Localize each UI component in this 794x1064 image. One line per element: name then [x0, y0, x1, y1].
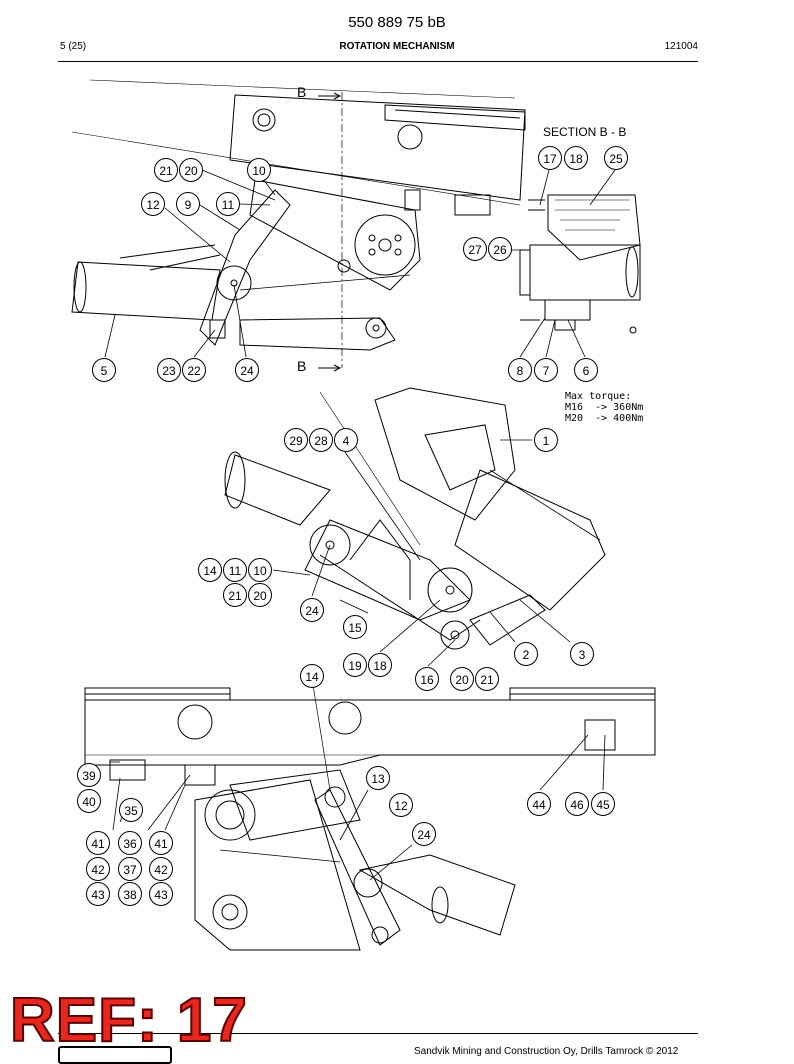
torque-m16: M16 -> 360Nm	[565, 402, 644, 413]
header-divider	[58, 61, 698, 62]
callout-bubble: 16	[415, 667, 439, 691]
callout-bubble: 39	[77, 763, 101, 787]
callout-bubble: 7	[534, 358, 558, 382]
callout-bubble: 21	[154, 158, 178, 182]
callout-bubble: 1	[534, 428, 558, 452]
callout-bubble: 8	[508, 358, 532, 382]
footer-copyright: Sandvik Mining and Construction Oy, Dril…	[414, 1046, 679, 1057]
callout-bubble: 41	[86, 831, 110, 855]
torque-m20: M20 -> 400Nm	[565, 413, 644, 424]
callout-bubble: 4	[334, 428, 358, 452]
callout-bubble: 24	[412, 822, 436, 846]
section-label: SECTION B - B	[543, 125, 627, 139]
callout-bubble: 22	[182, 358, 206, 382]
bottom-view-drawing	[84, 684, 656, 951]
leader-lines	[104, 169, 616, 881]
callout-bubble: 6	[574, 358, 598, 382]
callout-bubble: 46	[565, 792, 589, 816]
page-number: 5 (25)	[60, 41, 87, 52]
callout-bubble: 37	[118, 857, 142, 881]
callout-bubble: 43	[86, 882, 110, 906]
callout-bubble: 29	[284, 428, 308, 452]
callout-bubble: 2	[514, 642, 538, 666]
callout-bubble: 5	[92, 358, 116, 382]
callout-bubble: 21	[475, 667, 499, 691]
callout-bubble: 18	[564, 146, 588, 170]
callout-bubble: 42	[149, 857, 173, 881]
callout-bubble: 23	[157, 358, 181, 382]
section-view-drawing	[519, 194, 641, 334]
callout-bubble: 20	[179, 158, 203, 182]
section-mark-bottom: B	[297, 358, 307, 374]
callout-bubble: 24	[300, 598, 324, 622]
callout-bubble: 20	[450, 667, 474, 691]
callout-bubble: 25	[604, 146, 628, 170]
top-view-drawing	[71, 79, 526, 372]
callout-bubble: 15	[343, 615, 367, 639]
section-mark-top: B	[297, 84, 307, 100]
callout-bubble: 11	[223, 558, 247, 582]
callout-bubble: 36	[118, 831, 142, 855]
callout-bubble: 12	[389, 793, 413, 817]
reference-stamp: REF: 17	[9, 985, 248, 1056]
callout-bubble: 27	[463, 237, 487, 261]
callout-bubble: 12	[141, 192, 165, 216]
callout-bubble: 3	[570, 642, 594, 666]
callout-bubble: 41	[149, 831, 173, 855]
callout-bubble: 35	[119, 798, 143, 822]
callout-bubble: 14	[300, 664, 324, 688]
callout-bubble: 43	[149, 882, 173, 906]
document-number: 550 889 75 bB	[348, 14, 446, 31]
callout-bubble: 24	[235, 358, 259, 382]
callout-bubble: 40	[77, 789, 101, 813]
callout-bubble: 21	[223, 583, 247, 607]
footer-divider	[58, 1033, 698, 1034]
callout-bubble: 17	[538, 146, 562, 170]
callout-bubble: 10	[247, 158, 271, 182]
callout-bubble: 26	[488, 237, 512, 261]
callout-bubble: 45	[591, 792, 615, 816]
callout-bubble: 42	[86, 857, 110, 881]
document-code: 121004	[664, 41, 698, 52]
callout-bubble: 11	[216, 192, 240, 216]
torque-note: Max torque: M16 -> 360Nm M20 -> 400Nm	[565, 391, 643, 424]
callout-bubble: 14	[198, 558, 222, 582]
callout-bubble: 19	[343, 653, 367, 677]
callout-bubble: 44	[527, 792, 551, 816]
callout-bubble: 9	[176, 192, 200, 216]
page-title: ROTATION MECHANISM	[339, 41, 455, 52]
callout-bubble: 38	[118, 882, 142, 906]
torque-heading: Max torque:	[565, 391, 632, 402]
callout-bubble: 20	[248, 583, 272, 607]
callout-bubble: 10	[248, 558, 272, 582]
iso-view-drawing	[224, 387, 606, 650]
callout-bubble: 18	[368, 653, 392, 677]
callout-bubble: 13	[366, 766, 390, 790]
callout-bubble: 28	[309, 428, 333, 452]
